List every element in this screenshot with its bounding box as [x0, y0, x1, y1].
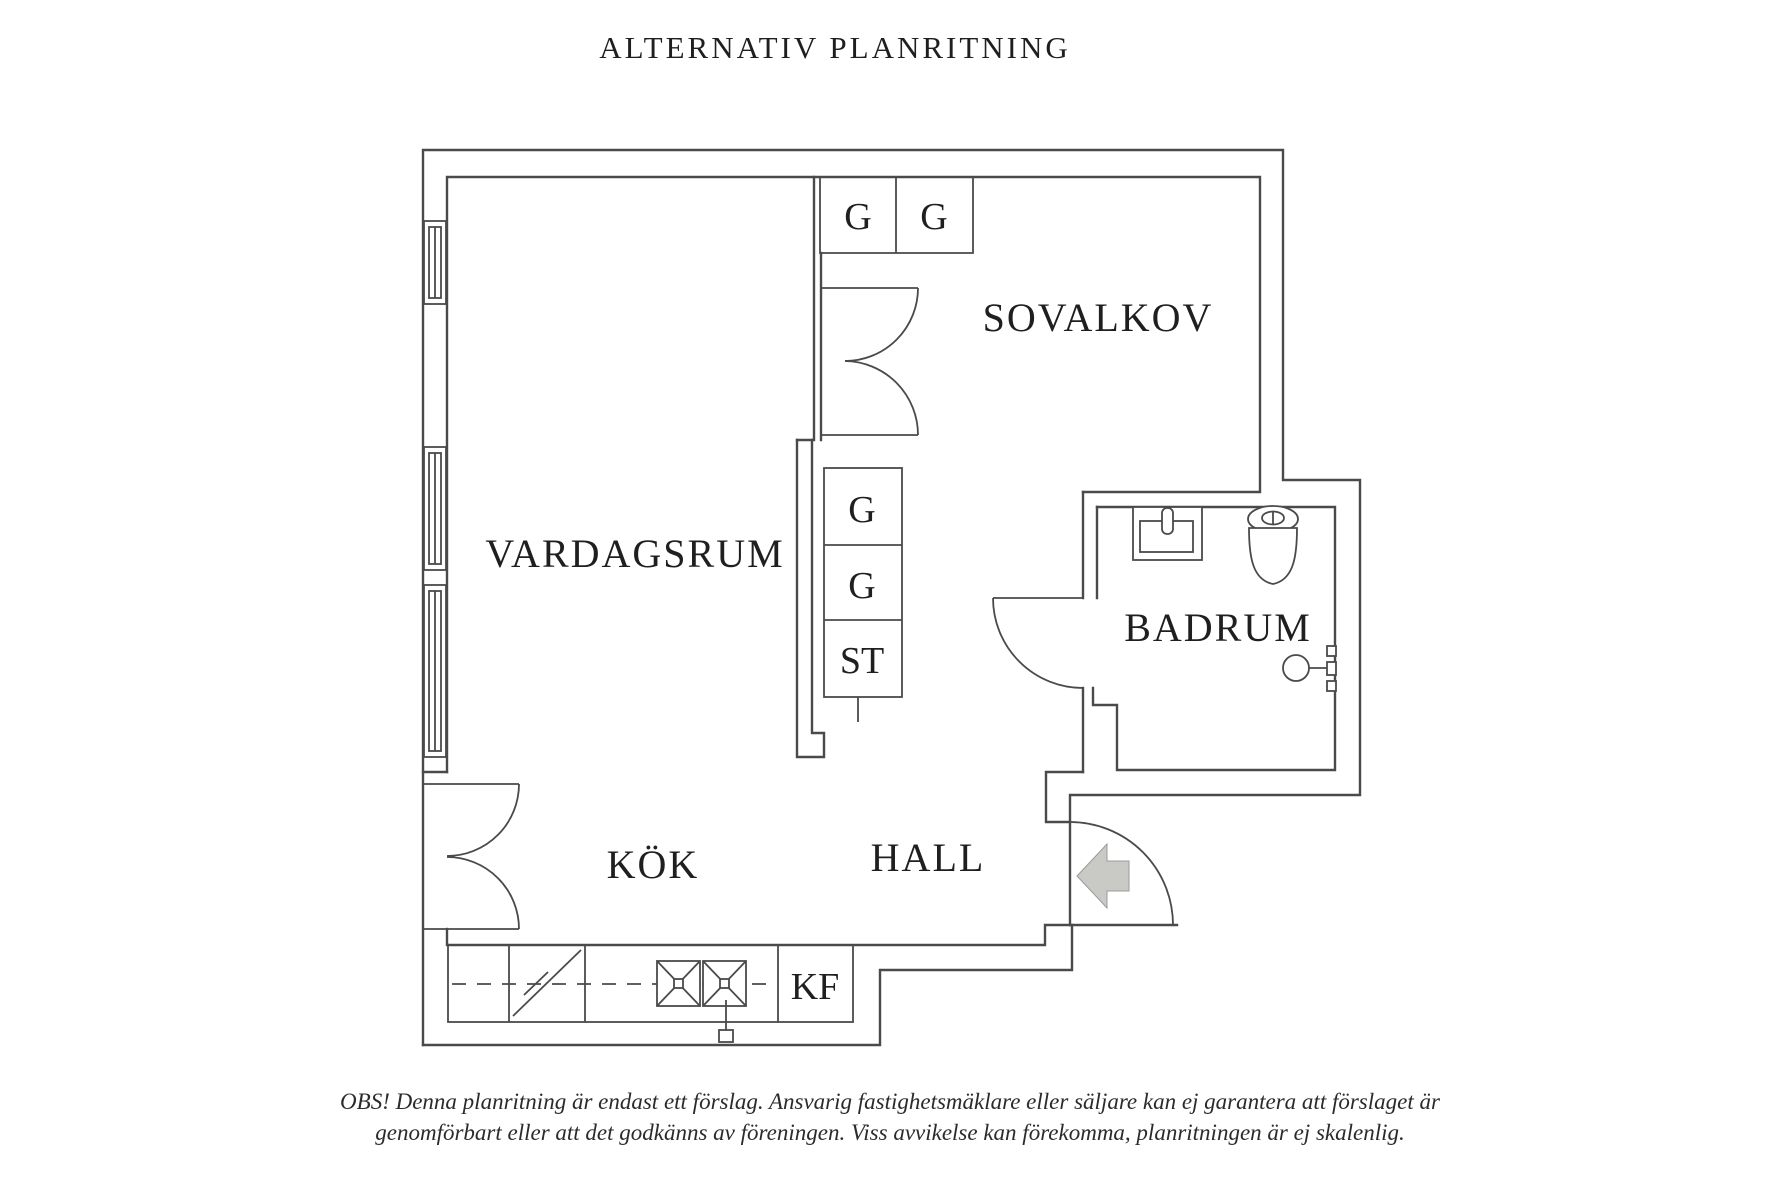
label-closet-g3: G — [848, 489, 875, 531]
balcony-double-door — [423, 783, 520, 930]
label-closet-g4: G — [848, 565, 875, 607]
label-closet-st: ST — [840, 640, 884, 682]
label-sovalkov: SOVALKOV — [983, 295, 1214, 340]
disclaimer-line1: OBS! Denna planritning är endast ett för… — [340, 1089, 1440, 1114]
label-fridge-kf: KF — [791, 966, 840, 1008]
label-badrum: BADRUM — [1124, 605, 1312, 650]
entry-direction-arrow — [1076, 842, 1130, 910]
closet-double-door — [821, 287, 919, 436]
stove-symbol — [512, 949, 582, 1017]
entry-door — [1069, 821, 1174, 926]
outer-walls — [421, 148, 1362, 1047]
bathroom-sink — [1132, 506, 1203, 561]
label-closet-g2: G — [920, 196, 947, 238]
label-vardagsrum: VARDAGSRUM — [485, 531, 784, 576]
double-sink-symbol — [656, 960, 747, 1043]
bathroom-door — [992, 597, 1084, 689]
closet-column — [823, 467, 903, 722]
kitchen-counter — [447, 944, 854, 1043]
window-bottom — [423, 584, 447, 758]
toilet — [1247, 505, 1299, 585]
label-closet-g1: G — [844, 196, 871, 238]
disclaimer: OBS! Denna planritning är endast ett för… — [0, 1086, 1780, 1148]
disclaimer-line2: genomförbart eller att det godkänns av f… — [375, 1120, 1405, 1145]
label-hall: HALL — [871, 835, 986, 880]
label-kok: KÖK — [607, 842, 700, 887]
shower-mixer — [1282, 645, 1337, 692]
wardrobe-gg-top — [819, 177, 974, 254]
page-title: ALTERNATIV PLANRITNING — [599, 30, 1071, 65]
window-top — [423, 220, 447, 305]
window-middle — [423, 446, 447, 571]
